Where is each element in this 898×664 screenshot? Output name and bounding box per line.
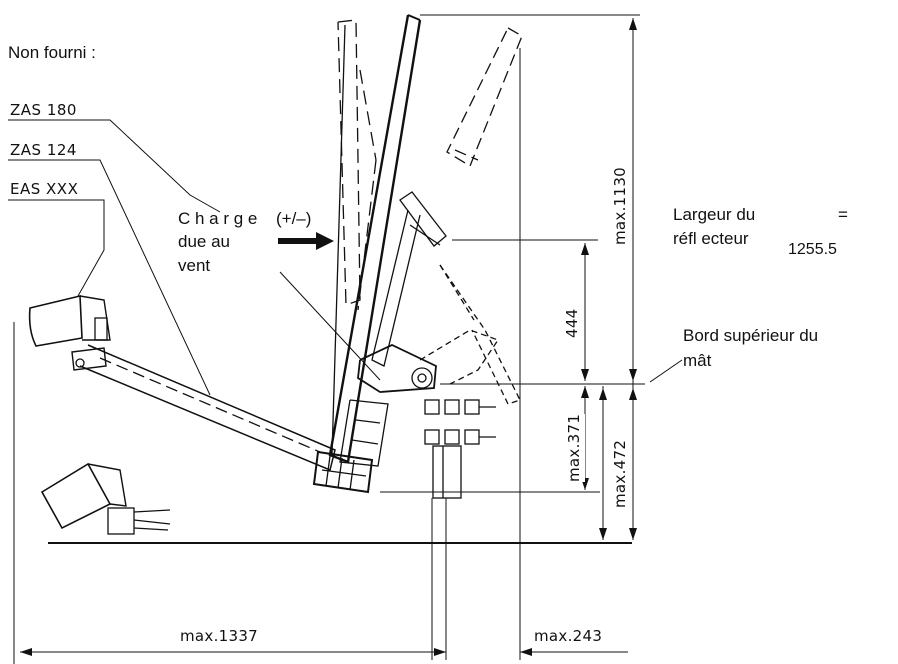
dim-max472: max.472 <box>610 439 631 508</box>
wind-arrow-icon <box>278 232 334 250</box>
reflector-alt-position <box>337 19 377 311</box>
reflector-width-equals: = <box>838 205 848 224</box>
leader-lines <box>8 119 683 396</box>
dim-444: 444 <box>562 308 583 338</box>
eas-lnb-upper <box>28 294 111 371</box>
easxxx-label: EAS XXX <box>10 180 79 198</box>
wind-load-label-line1: C h a r g e <box>178 209 258 228</box>
extension-lines <box>13 14 645 664</box>
long-arm-zas124 <box>79 344 336 472</box>
zas180-label: ZAS 180 <box>10 101 77 119</box>
eas-lnb-lower <box>40 462 171 535</box>
dim-max1337: max.1337 <box>180 627 259 645</box>
dimension-arrowheads <box>20 18 637 656</box>
dimension-lines <box>20 18 634 653</box>
zas124-label: ZAS 124 <box>10 141 77 159</box>
reflector-width-label-line2: réfl ecteur <box>673 229 749 248</box>
dim-max1130: max.1130 <box>610 166 631 245</box>
horn-dashed-arm <box>419 264 521 405</box>
reflector-width-value: 1255.5 <box>788 241 837 258</box>
lnb-connectors <box>424 399 496 445</box>
reflector-width-label-line1: Largeur du <box>673 205 756 224</box>
reflector-dish <box>328 14 422 464</box>
not-supplied-label: Non fourni : <box>8 43 96 62</box>
dim-max371: max.371 <box>564 413 585 482</box>
wind-load-sign: (+/–) <box>276 209 312 228</box>
mast-top-label-line1: Bord supérieur du <box>683 326 819 345</box>
mast <box>432 445 462 499</box>
wind-load-label-line2: due au <box>178 232 230 251</box>
dim-max243: max.243 <box>534 627 603 645</box>
wind-load-label-line3: vent <box>178 256 211 275</box>
mast-top-label-line2: mât <box>683 351 712 370</box>
arm-clamp <box>312 450 374 494</box>
top-dashed-arm <box>446 27 523 167</box>
feed-support-arm <box>339 191 447 467</box>
